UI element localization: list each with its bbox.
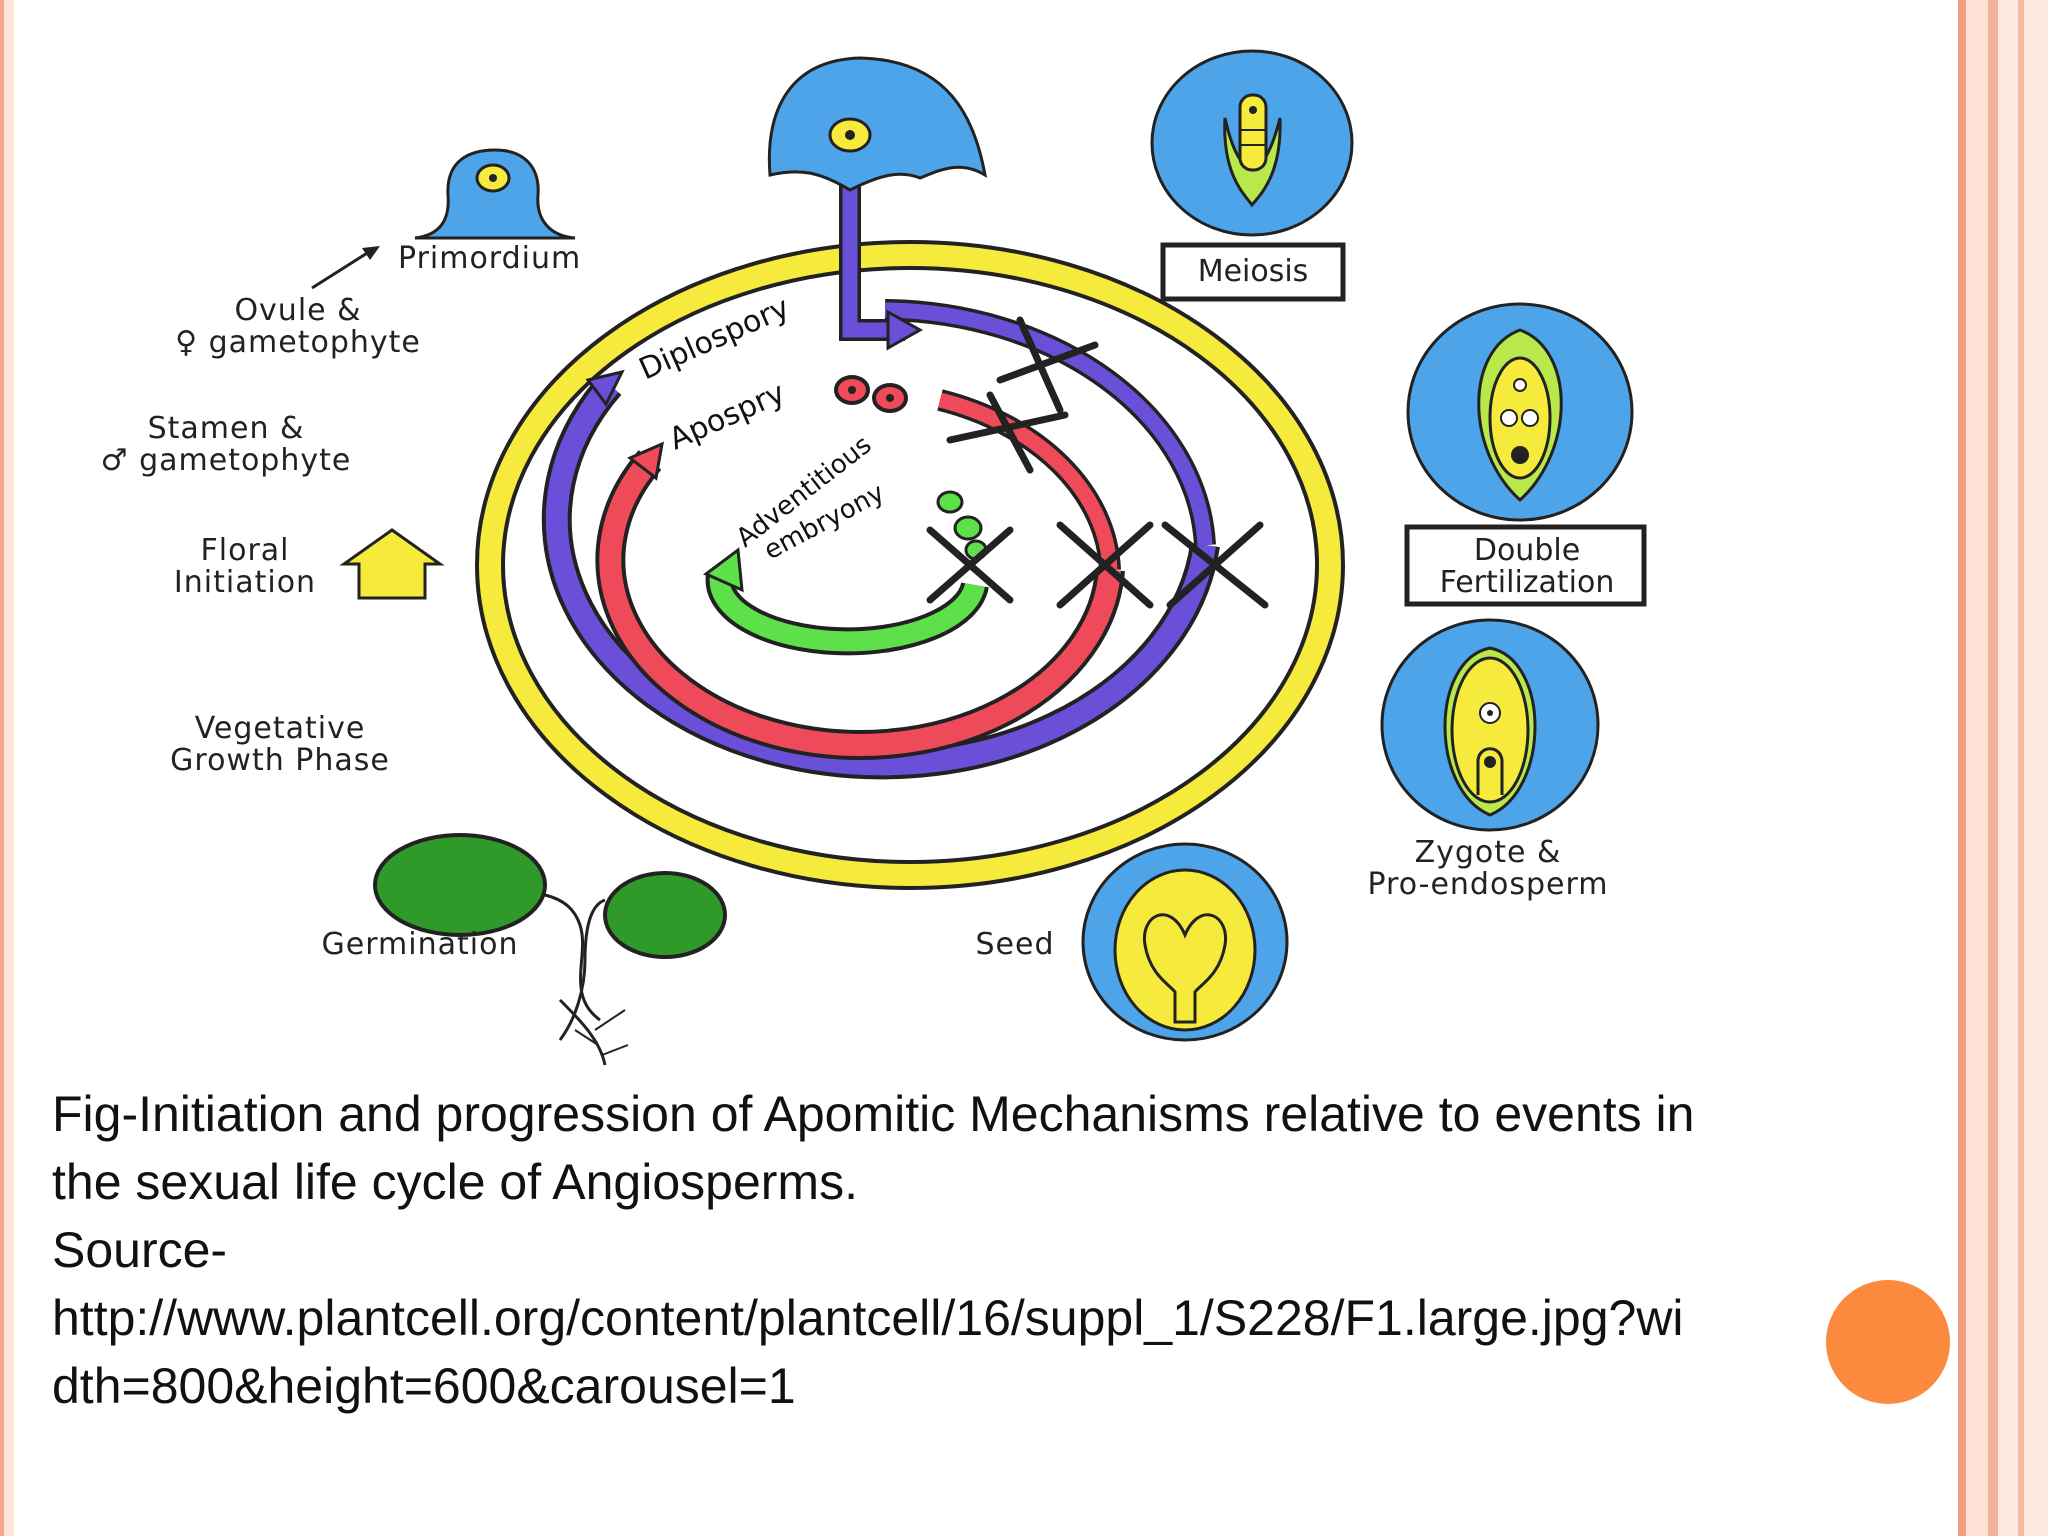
caption-source-url-continued: dth=800&height=600&carousel=1 [52, 1358, 796, 1414]
vegetative-growth-label-line1: Vegetative [195, 711, 366, 746]
double-fertilization-ovule-illustration [1406, 302, 1634, 522]
block-crosses [926, 316, 1269, 609]
caption-source-url: http://www.plantcell.org/content/plantce… [52, 1290, 1684, 1346]
ovule-label-line1: Ovule & [234, 293, 361, 328]
primordium-label: Primordium [398, 241, 581, 276]
stamen-label-line2: ♂ gametophyte [101, 443, 352, 478]
top-ovule-illustration [767, 56, 988, 192]
adventitious-cells [936, 490, 988, 561]
right-frame-border [1958, 0, 2048, 1536]
zygote-label-line2: Pro-endosperm [1367, 867, 1608, 902]
left-frame-border [0, 0, 14, 1536]
stamen-label-line1: Stamen & [148, 411, 305, 446]
double-fertilization-label-box [1404, 524, 1647, 607]
apomixis-life-cycle-diagram: Meiosis Double Fertilization Primordium … [101, 49, 1647, 1066]
floral-initiation-label-line2: Initiation [174, 565, 316, 600]
vegetative-growth-label-line2: Growth Phase [170, 743, 390, 778]
primordium-illustration [414, 148, 576, 240]
germination-label: Germination [322, 927, 519, 962]
floral-initiation-arrow [339, 528, 445, 600]
zygote-ovule-illustration [1380, 618, 1600, 832]
caption-line-2: the sexual life cycle of Angiosperms. [52, 1154, 858, 1210]
floral-initiation-label-line1: Floral [201, 533, 290, 568]
meiosis-ovule-illustration [1150, 49, 1354, 237]
double-fertilization-label-line2: Fertilization [1440, 565, 1615, 600]
apospory-cells [834, 375, 908, 413]
seed-label: Seed [976, 927, 1055, 962]
seed-illustration [1081, 842, 1289, 1042]
primordium-arrow [311, 248, 373, 290]
meiosis-label-box [1160, 242, 1346, 302]
orange-dot-decoration [1826, 1280, 1950, 1404]
zygote-label-line1: Zygote & [1415, 835, 1562, 870]
germination-seedling-illustration [373, 833, 727, 1066]
caption-source-label: Source- [52, 1222, 228, 1278]
ovule-label-line2: ♀ gametophyte [175, 325, 421, 360]
apospory-label: Apospry [664, 375, 790, 457]
double-fertilization-label-line1: Double [1474, 533, 1580, 568]
figure-caption: Fig-Initiation and progression of Apomit… [52, 1080, 1942, 1420]
meiosis-label: Meiosis [1198, 254, 1309, 289]
caption-line-1: Fig-Initiation and progression of Apomit… [52, 1086, 1695, 1142]
